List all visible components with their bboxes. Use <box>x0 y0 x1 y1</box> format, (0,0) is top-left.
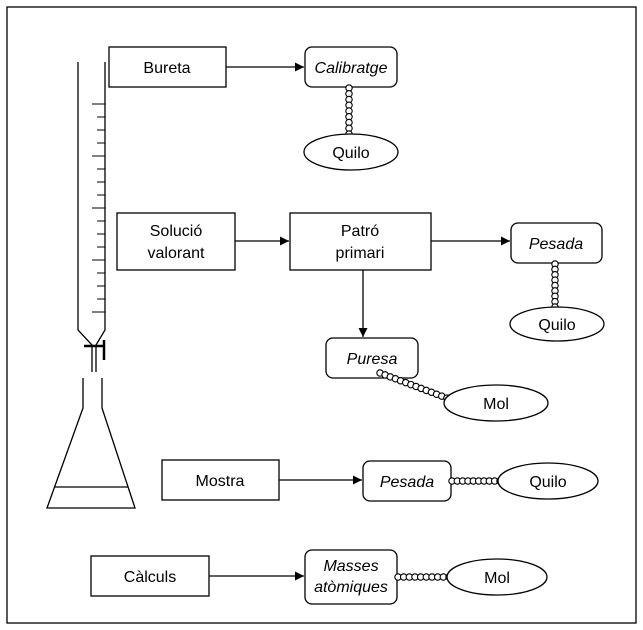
chain-pesada-mostra-quilo <box>448 477 504 485</box>
outer-frame <box>6 6 637 624</box>
mol-label-puresa: Mol <box>483 396 509 413</box>
calculs-box <box>90 555 210 597</box>
chain-masses-mol <box>394 573 453 581</box>
quilo-label-calibratge: Quilo <box>332 145 369 162</box>
solucio-label-line2: valorant <box>148 245 205 262</box>
masses-label-line1: Masses <box>323 558 378 575</box>
masses-label-line2: atòmiques <box>314 579 388 596</box>
burette-illustration <box>77 62 106 372</box>
chain-pesada-quilo <box>551 260 559 311</box>
mol-ellipse-masses <box>446 558 548 596</box>
quilo-label-pesada-patro: Quilo <box>538 317 575 334</box>
calibratge-label: Calibratge <box>315 60 388 77</box>
bureta-label: Bureta <box>143 60 190 77</box>
patro-primari-box <box>289 212 432 271</box>
solucio-label-line1: Solució <box>150 223 203 240</box>
mostra-label: Mostra <box>196 473 245 490</box>
erlenmeyer-flask-illustration <box>46 378 136 509</box>
mol-ellipse-puresa <box>443 384 549 422</box>
mostra-box <box>161 459 280 501</box>
puresa-label: Puresa <box>347 351 398 368</box>
calculs-label: Càlculs <box>124 569 176 586</box>
puresa-box <box>325 337 419 379</box>
pesada-patro-label: Pesada <box>529 236 583 253</box>
pesada-mostra-label: Pesada <box>380 474 434 491</box>
patro-label-line2: primari <box>336 245 385 262</box>
quilo-label-pesada-mostra: Quilo <box>529 474 566 491</box>
quilo-ellipse-pesada-mostra <box>497 462 599 500</box>
chain-calibratge-quilo <box>345 84 353 138</box>
patro-label-line1: Patró <box>341 223 379 240</box>
quilo-ellipse-pesada-patro <box>509 306 605 342</box>
quilo-ellipse-calibratge <box>303 133 399 171</box>
mol-label-masses: Mol <box>484 570 510 587</box>
